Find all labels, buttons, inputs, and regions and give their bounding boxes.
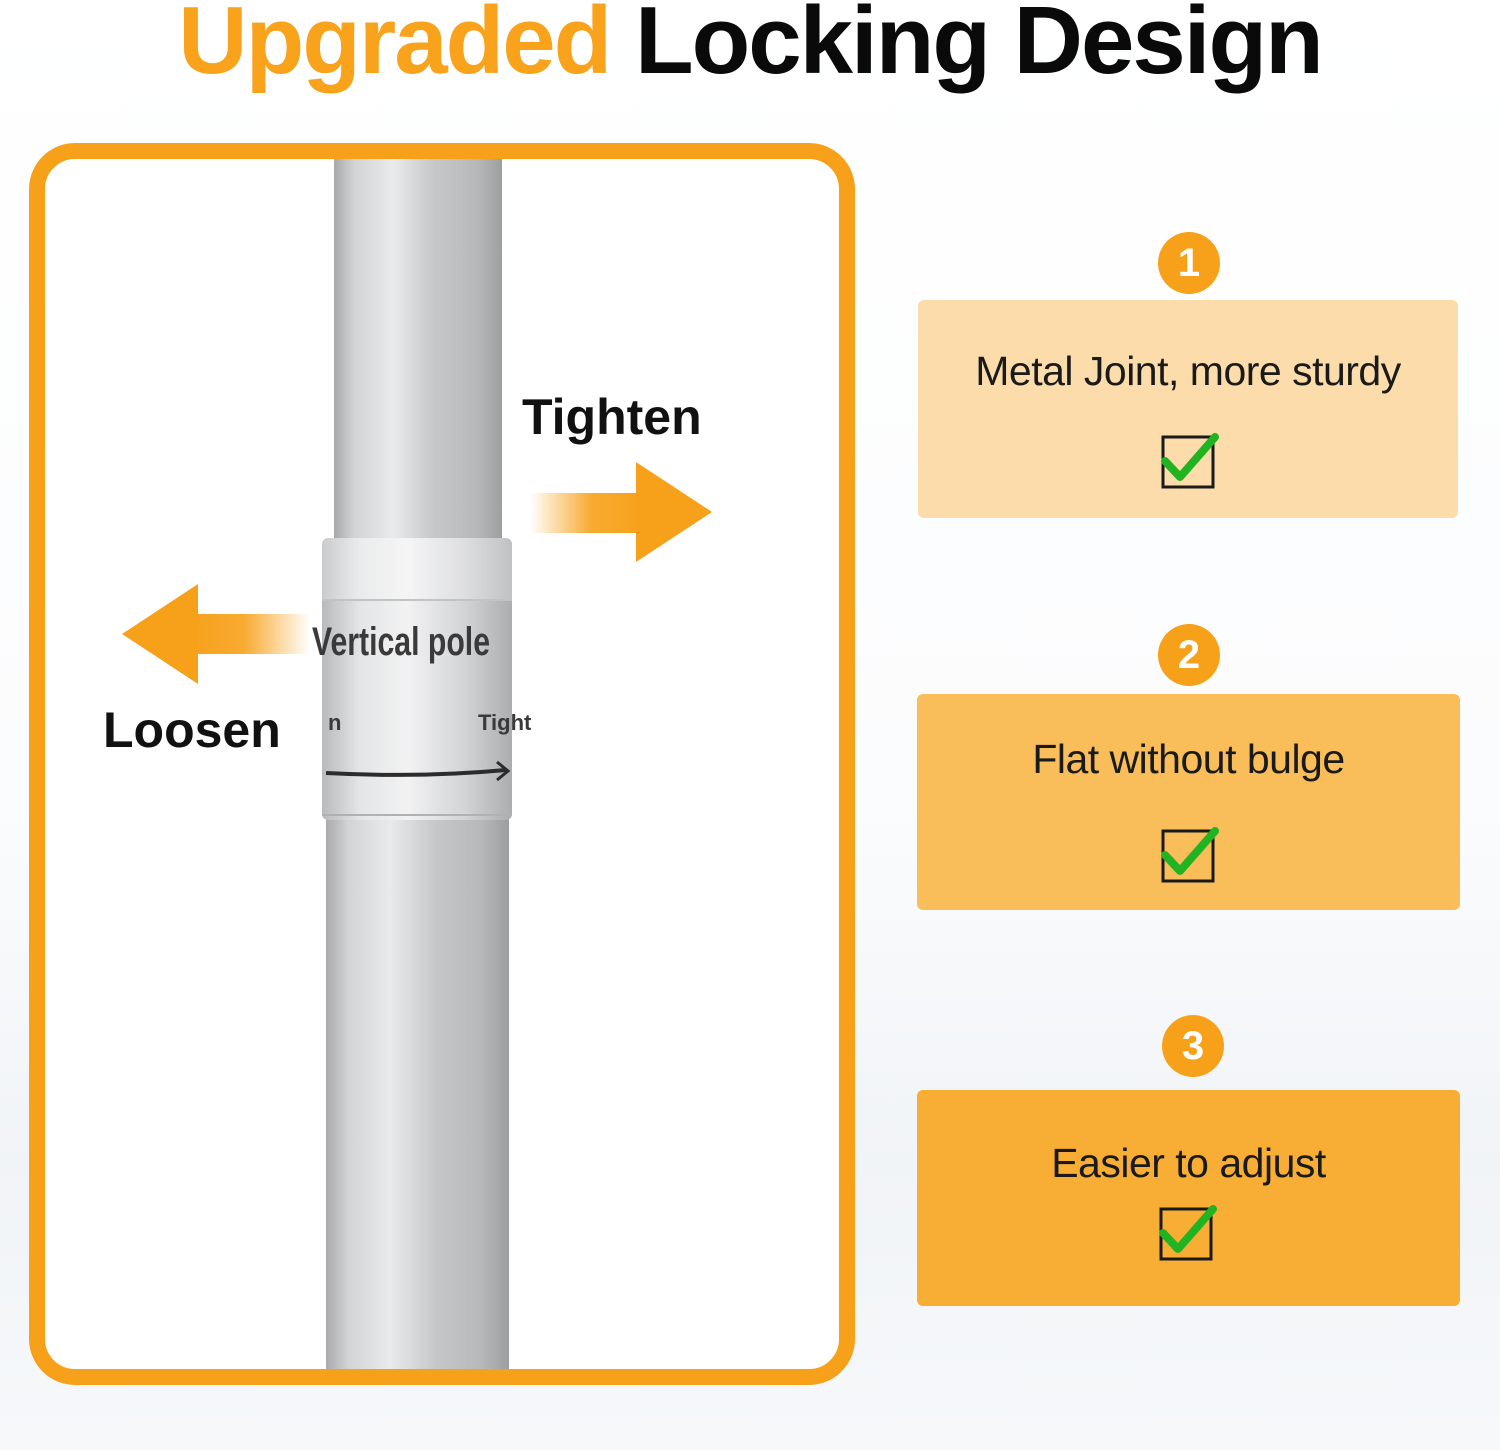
step-badge-2: 2 (1158, 624, 1220, 686)
feature-card-1: Metal Joint, more sturdy (918, 300, 1458, 518)
feature-card-3: Easier to adjust (917, 1090, 1460, 1306)
joint-sleeve (322, 538, 512, 820)
feature-text-1: Metal Joint, more sturdy (975, 348, 1401, 394)
title-accent: Upgraded (178, 0, 612, 94)
loosen-arrow-icon (122, 584, 310, 684)
feature-text-3: Easier to adjust (1051, 1140, 1326, 1186)
checkmark-icon (1159, 1205, 1217, 1261)
tighten-label: Tighten (522, 389, 702, 445)
feature-card-2: Flat without bulge (917, 694, 1460, 910)
step-badge-1: 1 (1158, 232, 1220, 294)
upper-pole-tube (334, 159, 502, 550)
step-badge-3: 3 (1162, 1015, 1224, 1077)
pole-joint-photo: Vertical pole Tight n (122, 159, 712, 1369)
checkmark-icon (1161, 827, 1219, 883)
page-title: Upgraded Locking Design (0, 0, 1500, 96)
tighten-arrow-icon (530, 462, 712, 562)
lower-pole-tube (326, 810, 509, 1369)
pole-small-label-right: Tight (478, 710, 532, 735)
feature-text-2: Flat without bulge (1032, 736, 1345, 782)
pole-label-text: Vertical pole (312, 620, 490, 664)
tighten-direction-line (325, 768, 507, 777)
title-rest: Locking Design (634, 0, 1324, 94)
product-photo-frame: Vertical pole Tight n (29, 143, 855, 1385)
checkmark-icon (1161, 433, 1219, 489)
pole-small-label-left: n (328, 710, 341, 735)
loosen-label: Loosen (103, 702, 281, 758)
